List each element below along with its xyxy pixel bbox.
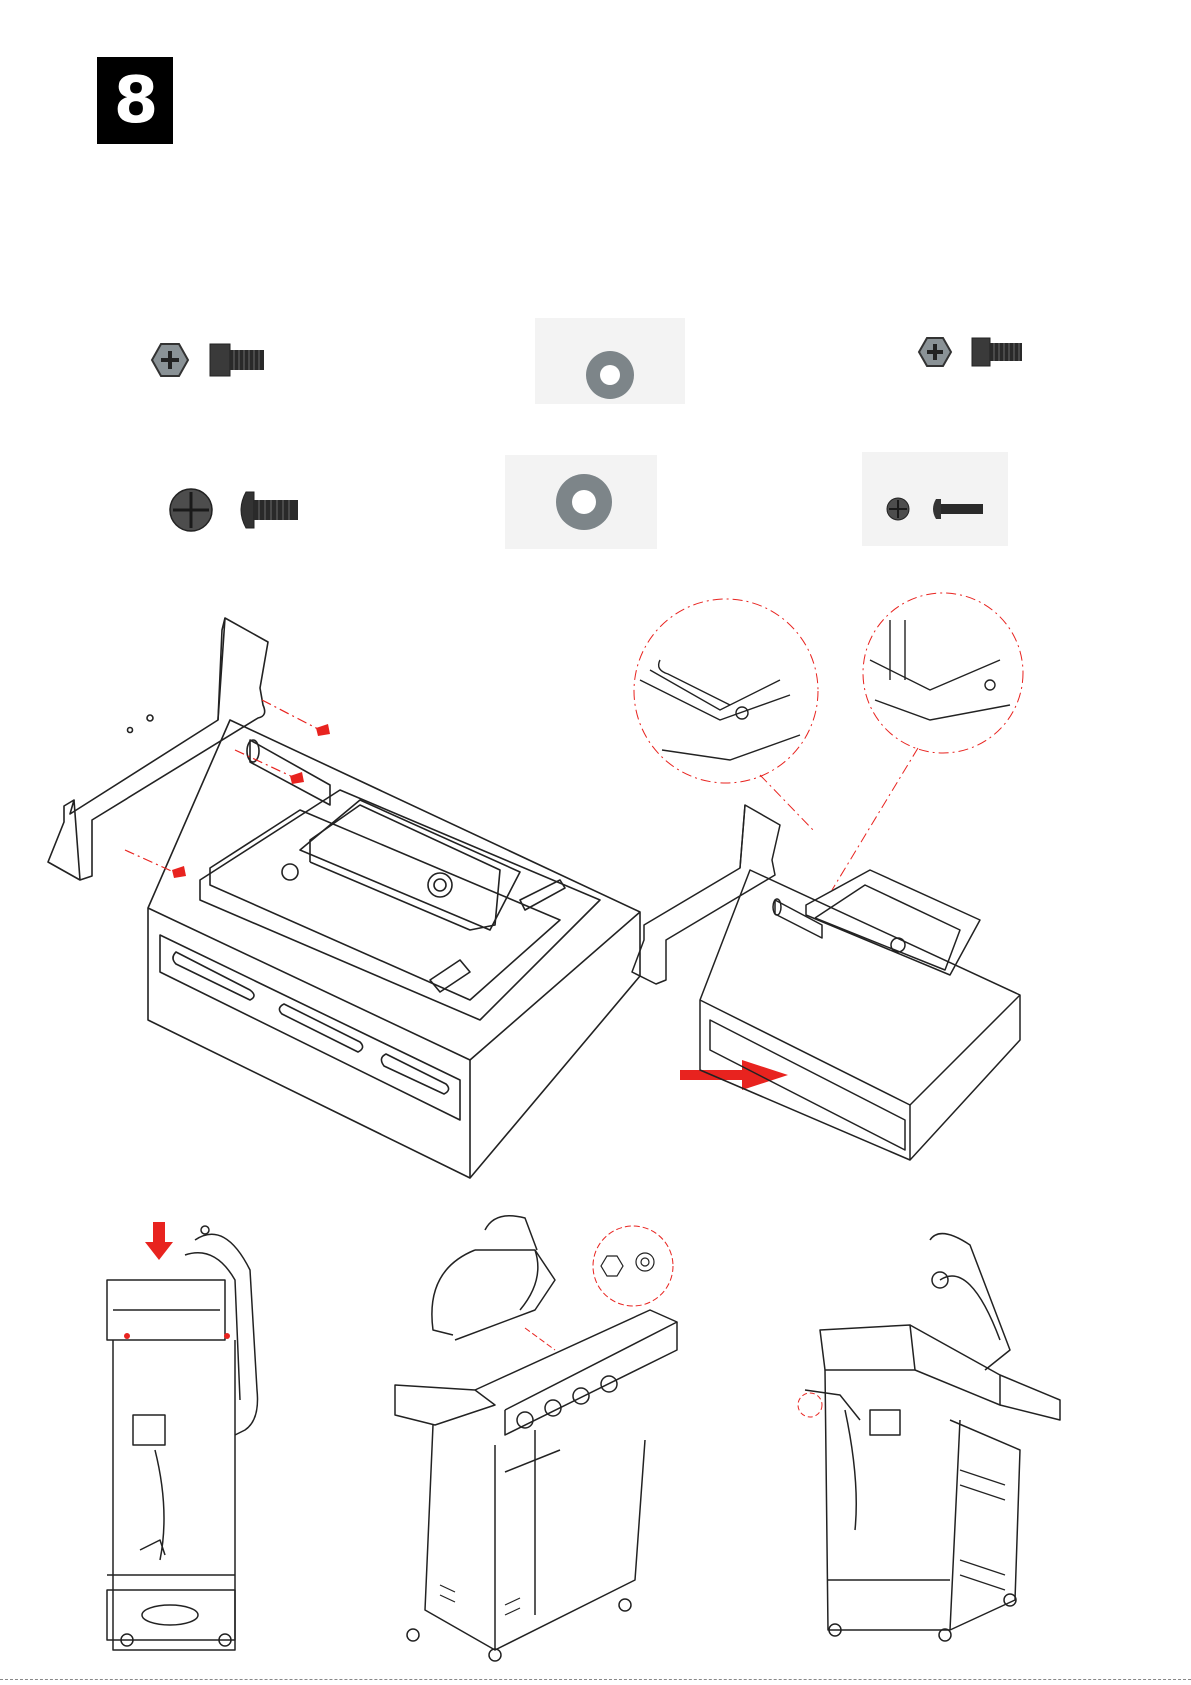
grill-front-view-diagram	[395, 1210, 715, 1665]
washer-icon	[584, 349, 636, 401]
hex-bolt-icon	[148, 336, 268, 384]
page-cut-line	[0, 1679, 1191, 1680]
step-number-badge: 8	[97, 57, 173, 144]
side-shelf-assembly-diagram	[0, 600, 660, 1180]
washer-icon	[554, 472, 614, 532]
side-shelf	[48, 618, 268, 880]
assembled-shelf-diagram	[600, 600, 1120, 1180]
grill-side-view-diagram	[85, 1220, 325, 1660]
round-head-bolt-icon	[168, 486, 302, 534]
grill-lid-handle	[195, 1220, 215, 1240]
base-frame	[148, 720, 640, 1178]
step-number: 8	[114, 64, 157, 138]
grill-rear-view-diagram	[800, 1220, 1100, 1665]
round-head-bolt-icon	[886, 495, 986, 523]
hex-bolt-icon	[916, 332, 1030, 372]
